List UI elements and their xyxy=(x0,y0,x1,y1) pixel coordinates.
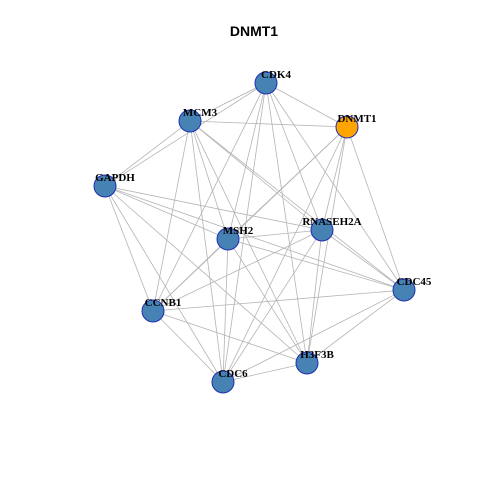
edge-mcm3-msh2 xyxy=(189,120,229,240)
edge-msh2-rnaseh2a xyxy=(227,229,323,240)
edge-cdk4-ccnb1 xyxy=(152,82,267,312)
edge-mcm3-cdc6 xyxy=(189,120,224,383)
edge-cdc45-h3f3b xyxy=(306,289,405,364)
edge-dnmt1-cdc6 xyxy=(222,126,348,383)
edge-h3f3b-cdc6 xyxy=(222,362,308,383)
node-dnmt1[interactable] xyxy=(335,115,359,139)
edge-gapdh-rnaseh2a xyxy=(104,185,323,231)
chart-title: DNMT1 xyxy=(230,23,278,39)
node-mcm3[interactable] xyxy=(178,109,202,133)
edge-dnmt1-cdc45 xyxy=(346,126,405,291)
edge-msh2-ccnb1 xyxy=(152,238,229,312)
edge-dnmt1-h3f3b xyxy=(306,126,348,364)
edge-rnaseh2a-cdc6 xyxy=(222,229,323,383)
node-label-cdc45: CDC45 xyxy=(397,276,432,288)
node-gapdh[interactable] xyxy=(93,174,117,198)
edge-cdk4-mcm3 xyxy=(189,82,267,122)
edge-cdk4-cdc45 xyxy=(265,82,405,291)
edge-mcm3-rnaseh2a xyxy=(189,120,323,231)
node-layer xyxy=(93,71,416,394)
edge-mcm3-cdc45 xyxy=(189,120,405,291)
edge-mcm3-dnmt1 xyxy=(189,120,348,128)
node-cdc45[interactable] xyxy=(392,278,416,302)
node-label-dnmt1: DNMT1 xyxy=(337,113,376,125)
edge-ccnb1-cdc6 xyxy=(152,310,224,383)
node-label-gapdh: GAPDH xyxy=(95,172,135,184)
node-ccnb1[interactable] xyxy=(141,299,165,323)
edge-msh2-cdc6 xyxy=(222,238,229,383)
edge-cdc45-ccnb1 xyxy=(152,289,405,312)
edge-mcm3-gapdh xyxy=(104,120,191,187)
node-label-rnaseh2a: RNASEH2A xyxy=(302,216,361,228)
node-label-msh2: MSH2 xyxy=(223,225,254,237)
node-rnaseh2a[interactable] xyxy=(310,218,334,242)
edge-cdc45-cdc6 xyxy=(222,289,405,383)
edge-gapdh-ccnb1 xyxy=(104,185,154,312)
edge-msh2-h3f3b xyxy=(227,238,308,364)
edge-gapdh-cdc45 xyxy=(104,185,405,291)
node-label-cdk4: CDK4 xyxy=(261,69,291,81)
edge-cdk4-gapdh xyxy=(104,82,267,187)
edge-ccnb1-h3f3b xyxy=(152,310,308,364)
edge-gapdh-msh2 xyxy=(104,185,229,240)
node-cdk4[interactable] xyxy=(254,71,278,95)
edge-rnaseh2a-cdc45 xyxy=(321,229,405,291)
edge-mcm3-h3f3b xyxy=(189,120,308,364)
edge-gapdh-cdc6 xyxy=(104,185,224,383)
edge-rnaseh2a-ccnb1 xyxy=(152,229,323,312)
edge-cdk4-cdc6 xyxy=(222,82,267,383)
node-label-mcm3: MCM3 xyxy=(183,107,218,119)
edge-gapdh-h3f3b xyxy=(104,185,308,364)
edge-dnmt1-rnaseh2a xyxy=(321,126,348,231)
node-msh2[interactable] xyxy=(216,227,240,251)
node-label-cdc6: CDC6 xyxy=(218,368,248,380)
node-h3f3b[interactable] xyxy=(295,351,319,375)
node-cdc6[interactable] xyxy=(211,370,235,394)
edge-cdk4-rnaseh2a xyxy=(265,82,323,231)
edge-layer xyxy=(104,82,405,383)
edge-rnaseh2a-h3f3b xyxy=(306,229,323,364)
edge-msh2-cdc45 xyxy=(227,238,405,291)
node-label-h3f3b: H3F3B xyxy=(300,349,334,361)
edge-mcm3-ccnb1 xyxy=(152,120,191,312)
node-label-ccnb1: CCNB1 xyxy=(145,297,182,309)
edge-cdk4-dnmt1 xyxy=(265,82,348,128)
